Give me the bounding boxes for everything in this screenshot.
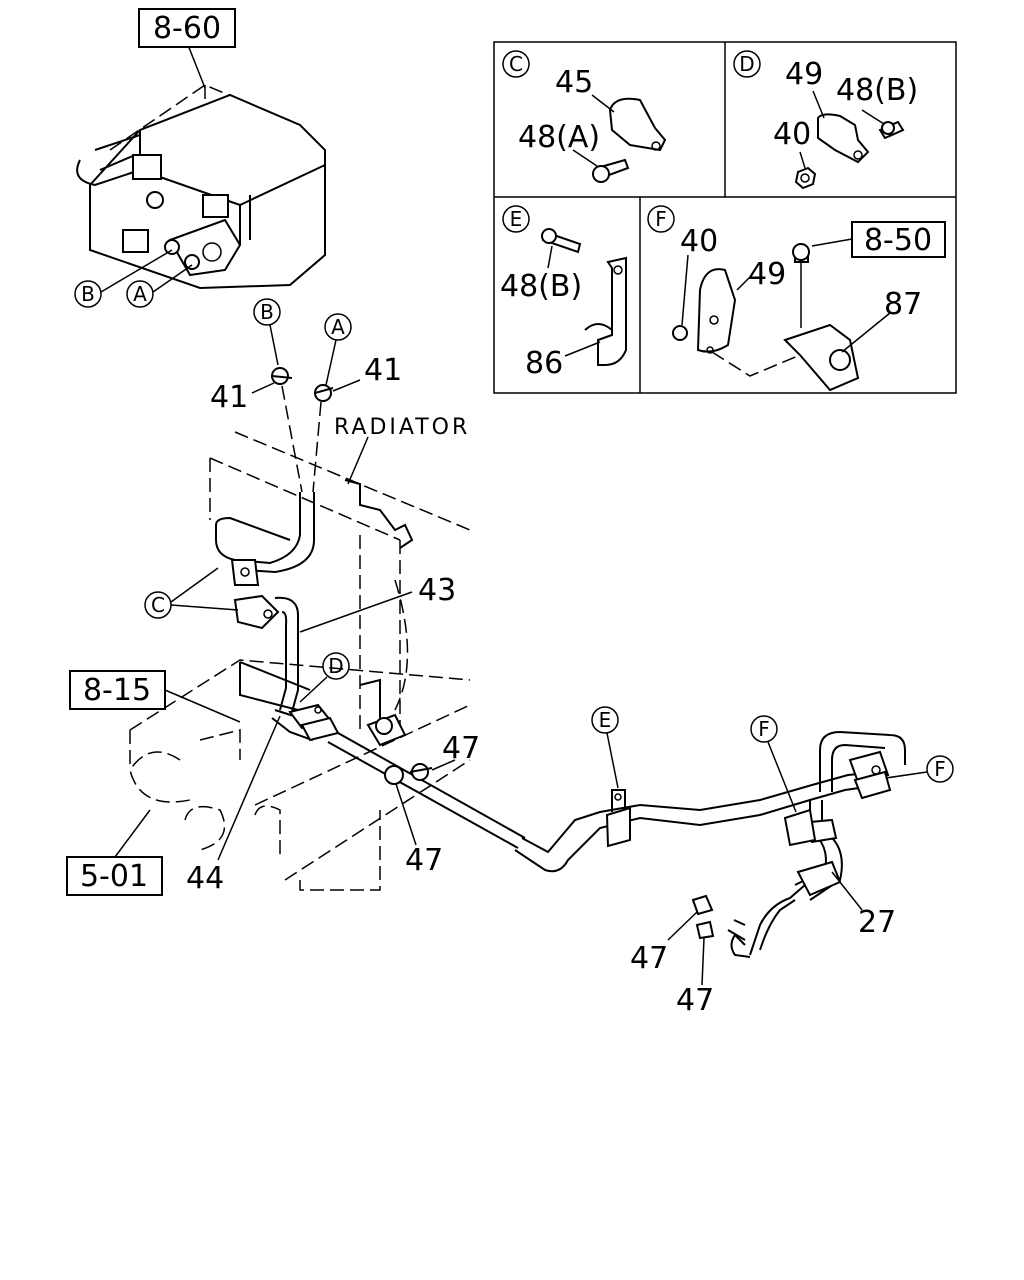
detail-c: C 45 48(A) <box>502 50 667 183</box>
ref-box-8-50[interactable]: 8-50 <box>851 221 946 258</box>
ref-box-8-15[interactable]: 8-15 <box>69 670 166 710</box>
detail-e: E 48(B) 86 <box>500 205 627 381</box>
part-label-27: 27 <box>858 905 896 940</box>
circle-callout-e-detail: E <box>502 205 530 233</box>
part-label-86: 86 <box>525 346 563 381</box>
ref-label-8-15: 8-15 <box>83 673 151 708</box>
svg-text:D: D <box>328 654 343 678</box>
svg-text:F: F <box>934 757 946 781</box>
circle-callout-b-top: B <box>74 280 102 308</box>
hose-27 <box>327 730 906 958</box>
svg-text:A: A <box>133 282 147 306</box>
svg-text:F: F <box>758 717 770 741</box>
detail-f: F 40 49 87 8-50 <box>647 205 946 392</box>
detail-grid <box>493 41 957 394</box>
circle-callout-f-detail: F <box>647 205 675 233</box>
part-label-43: 43 <box>418 573 456 608</box>
detail-d: D 49 48(B) 40 <box>733 50 918 190</box>
part-label-48b-e: 48(B) <box>500 269 582 304</box>
part-label-40-d: 40 <box>773 117 811 152</box>
clamp-47-a <box>384 765 404 785</box>
clamp-47-c <box>691 894 714 916</box>
part-label-47-a: 47 <box>442 731 480 766</box>
clip-e <box>605 789 631 848</box>
part-label-47-c: 47 <box>630 941 668 976</box>
circle-callout-f-main-right: F <box>926 755 954 783</box>
svg-text:D: D <box>739 52 754 76</box>
part-label-45: 45 <box>555 65 593 100</box>
circle-callout-a-top: A <box>126 280 154 308</box>
part-label-47-b: 47 <box>405 843 443 878</box>
circle-callout-d-main: D <box>322 652 350 680</box>
part-label-48a: 48(A) <box>518 120 600 155</box>
circle-callout-a-hose: A <box>324 313 352 341</box>
part-label-44: 44 <box>186 861 224 896</box>
radiator-bracket <box>344 479 414 747</box>
clamp-47-d <box>695 920 715 940</box>
part-label-87: 87 <box>884 287 922 322</box>
heater-unit-drawing <box>76 84 326 290</box>
radiator-label: RADIATOR <box>334 415 470 440</box>
support-plate <box>239 661 311 711</box>
circle-callout-b-hose: B <box>253 298 281 326</box>
part-label-47-d: 47 <box>676 983 714 1018</box>
circle-callout-c-detail: C <box>502 50 530 78</box>
svg-text:F: F <box>655 207 667 231</box>
circle-callout-e-main: E <box>591 706 619 734</box>
ref-label-8-60: 8-60 <box>153 11 221 46</box>
ref-box-8-60[interactable]: 8-60 <box>138 8 236 48</box>
part-label-49-d: 49 <box>785 57 823 92</box>
svg-text:E: E <box>599 708 612 732</box>
svg-text:C: C <box>509 52 523 76</box>
part-label-40-f: 40 <box>680 224 718 259</box>
fitting-44 <box>288 703 340 742</box>
hose-clip-41-left <box>271 367 293 385</box>
svg-text:B: B <box>260 300 274 324</box>
hose-clip-41-right <box>314 384 334 402</box>
ref-label-8-50: 8-50 <box>864 223 932 258</box>
part-label-41-right: 41 <box>364 353 402 388</box>
svg-text:B: B <box>81 282 95 306</box>
svg-text:E: E <box>510 207 523 231</box>
circle-callout-d-detail: D <box>733 50 761 78</box>
svg-text:A: A <box>331 315 345 339</box>
part-label-49-f: 49 <box>748 257 786 292</box>
circle-callout-f-main-left: F <box>750 715 778 743</box>
ref-box-5-01[interactable]: 5-01 <box>66 856 163 896</box>
circle-callout-c-main: C <box>144 591 172 619</box>
fitting-bracket-f <box>783 750 892 847</box>
svg-text:C: C <box>151 593 165 617</box>
ref-label-5-01: 5-01 <box>80 859 148 894</box>
part-label-48b-d: 48(B) <box>836 73 918 108</box>
part-label-41-left: 41 <box>210 380 248 415</box>
clamp-47-b <box>409 763 433 781</box>
